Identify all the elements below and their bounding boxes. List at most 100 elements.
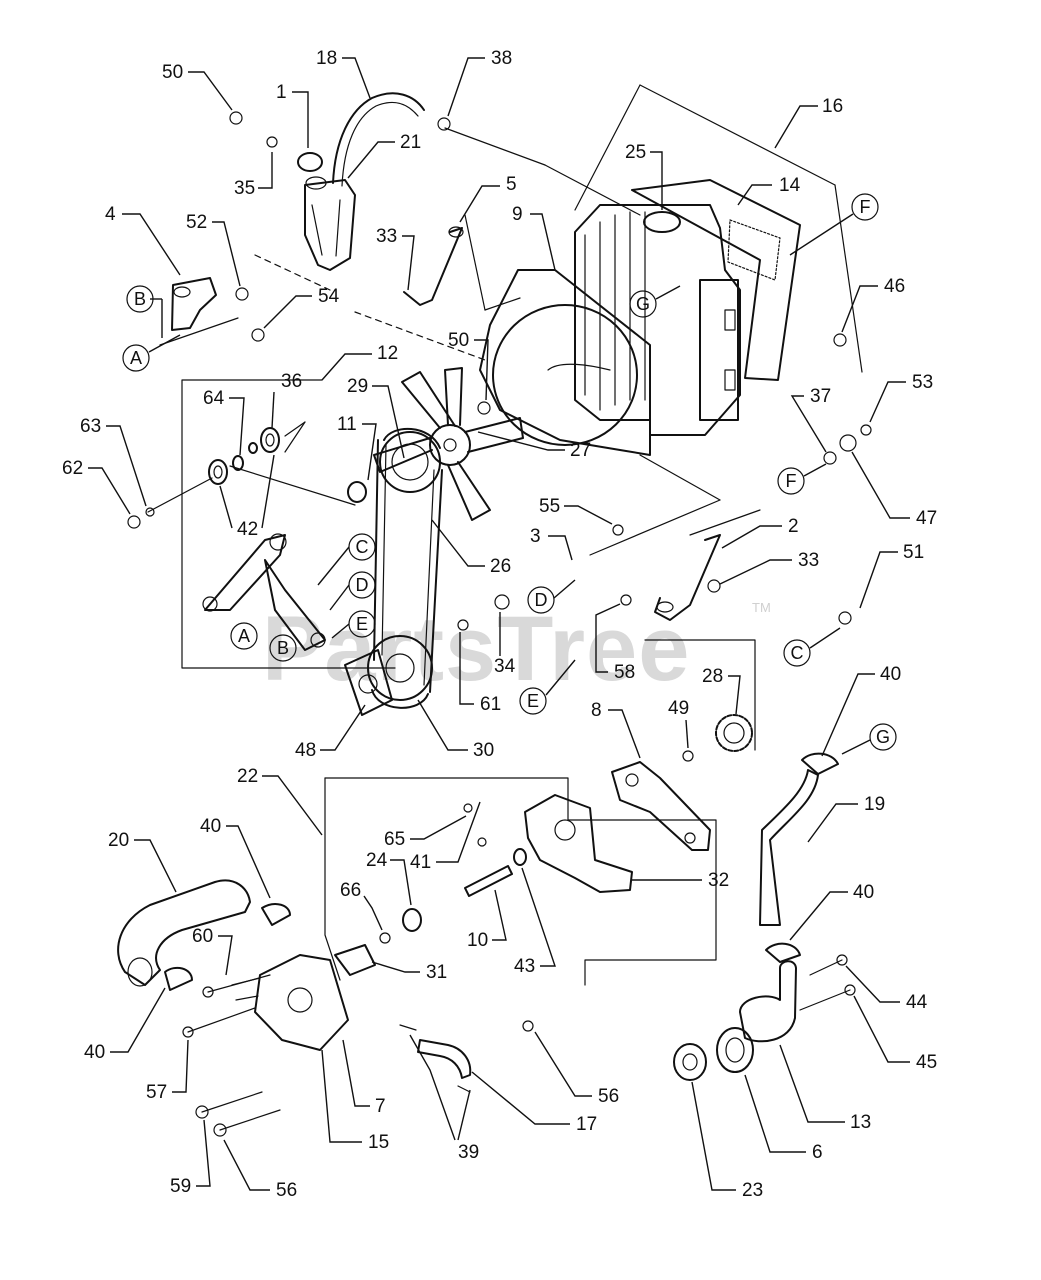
callout-33b: 33 [719,550,819,585]
callout-56a: 56 [534,1031,619,1107]
callout-2: 2 [721,516,799,549]
callout-59: 59 [170,1119,211,1197]
svg-text:43: 43 [514,956,535,977]
hose-20 [117,879,251,986]
svg-text:45: 45 [916,1052,937,1073]
bracket-4 [171,277,217,331]
svg-text:38: 38 [491,48,512,69]
water-outlet [739,960,797,1043]
svg-text:54: 54 [318,286,340,307]
coolant-reservoir [304,179,356,271]
callout-50b: 50 [448,330,489,401]
thermostat [402,908,422,932]
svg-text:G: G [636,294,650,314]
callout-26: 26 [431,519,511,577]
callout-65: 65 [384,815,467,850]
hose-19 [759,769,819,926]
callout-55: 55 [539,496,613,525]
svg-text:3: 3 [530,526,541,547]
letter-d-left: D [348,571,376,599]
svg-text:60: 60 [192,926,213,947]
callout-54: 54 [263,286,340,329]
svg-text:63: 63 [80,416,101,437]
watermark-tm: TM [752,600,771,615]
svg-text:56: 56 [276,1180,297,1201]
svg-text:40: 40 [84,1042,105,1063]
callout-16: 16 [774,96,843,149]
callout-51: 51 [859,542,924,609]
svg-text:37: 37 [810,386,831,407]
svg-text:12: 12 [377,343,398,364]
callout-33a: 33 [376,226,415,291]
callout-22: 22 [237,766,323,836]
callout-21: 21 [347,132,421,179]
clamp-40b [164,966,193,991]
svg-text:47: 47 [916,508,937,529]
svg-text:10: 10 [467,930,488,951]
callout-29: 29 [347,376,405,459]
callout-43: 43 [514,867,556,977]
svg-text:31: 31 [426,962,447,983]
bracket-5 [403,227,463,306]
svg-text:36: 36 [281,371,302,392]
idler-arm [204,534,286,611]
callout-57: 57 [146,1039,189,1103]
svg-text:17: 17 [576,1114,597,1135]
svg-text:18: 18 [316,48,337,69]
callout-11: 11 [337,414,377,481]
letter-b-upper: B [126,285,154,313]
pump-cover-32 [524,794,633,893]
clamp-40c [801,752,839,775]
svg-text:A: A [238,626,250,646]
water-pump [254,954,349,1051]
svg-text:53: 53 [912,372,933,393]
callout-49: 49 [668,698,689,749]
letter-markers: A B A B C D E D E C F F G G [122,193,897,755]
svg-text:24: 24 [366,850,388,871]
letter-c-right: C [783,639,811,667]
svg-text:D: D [535,590,548,610]
svg-text:26: 26 [490,556,511,577]
svg-text:D: D [356,575,369,595]
callout-64: 64 [203,388,245,456]
svg-text:50: 50 [162,62,183,83]
callout-39: 39 [409,1034,479,1163]
fan [373,367,524,521]
letter-e-right: E [519,687,547,715]
callout-18: 18 [316,48,371,99]
svg-text:F: F [860,197,871,217]
callout-45: 45 [853,995,937,1073]
svg-text:21: 21 [400,132,421,153]
clamp-40a [261,903,291,926]
thermostat-23 [673,1043,707,1081]
callout-37: 37 [790,386,831,453]
svg-text:30: 30 [473,740,494,761]
callout-14: 14 [737,175,801,206]
callout-40a: 40 [200,816,271,899]
svg-text:8: 8 [591,700,602,721]
callout-44: 44 [845,965,928,1013]
radiator [574,204,741,436]
clamp-31 [334,944,376,976]
svg-text:11: 11 [337,414,357,435]
svg-text:14: 14 [779,175,801,196]
bearing-42 [208,459,228,485]
svg-text:2: 2 [788,516,799,537]
callout-3: 3 [530,526,573,561]
svg-text:49: 49 [668,698,689,719]
svg-text:15: 15 [368,1132,389,1153]
svg-text:42: 42 [237,519,258,540]
svg-text:E: E [527,691,539,711]
svg-text:7: 7 [375,1096,386,1117]
callout-20: 20 [108,830,177,893]
callout-25: 25 [625,142,663,210]
svg-text:35: 35 [234,178,255,199]
callout-48: 48 [295,704,366,761]
callout-53: 53 [869,372,933,423]
clamp-40d [765,942,801,963]
callout-41: 41 [410,801,481,873]
letter-g-top: G [629,290,657,318]
callout-46: 46 [841,276,905,333]
svg-text:59: 59 [170,1176,191,1197]
